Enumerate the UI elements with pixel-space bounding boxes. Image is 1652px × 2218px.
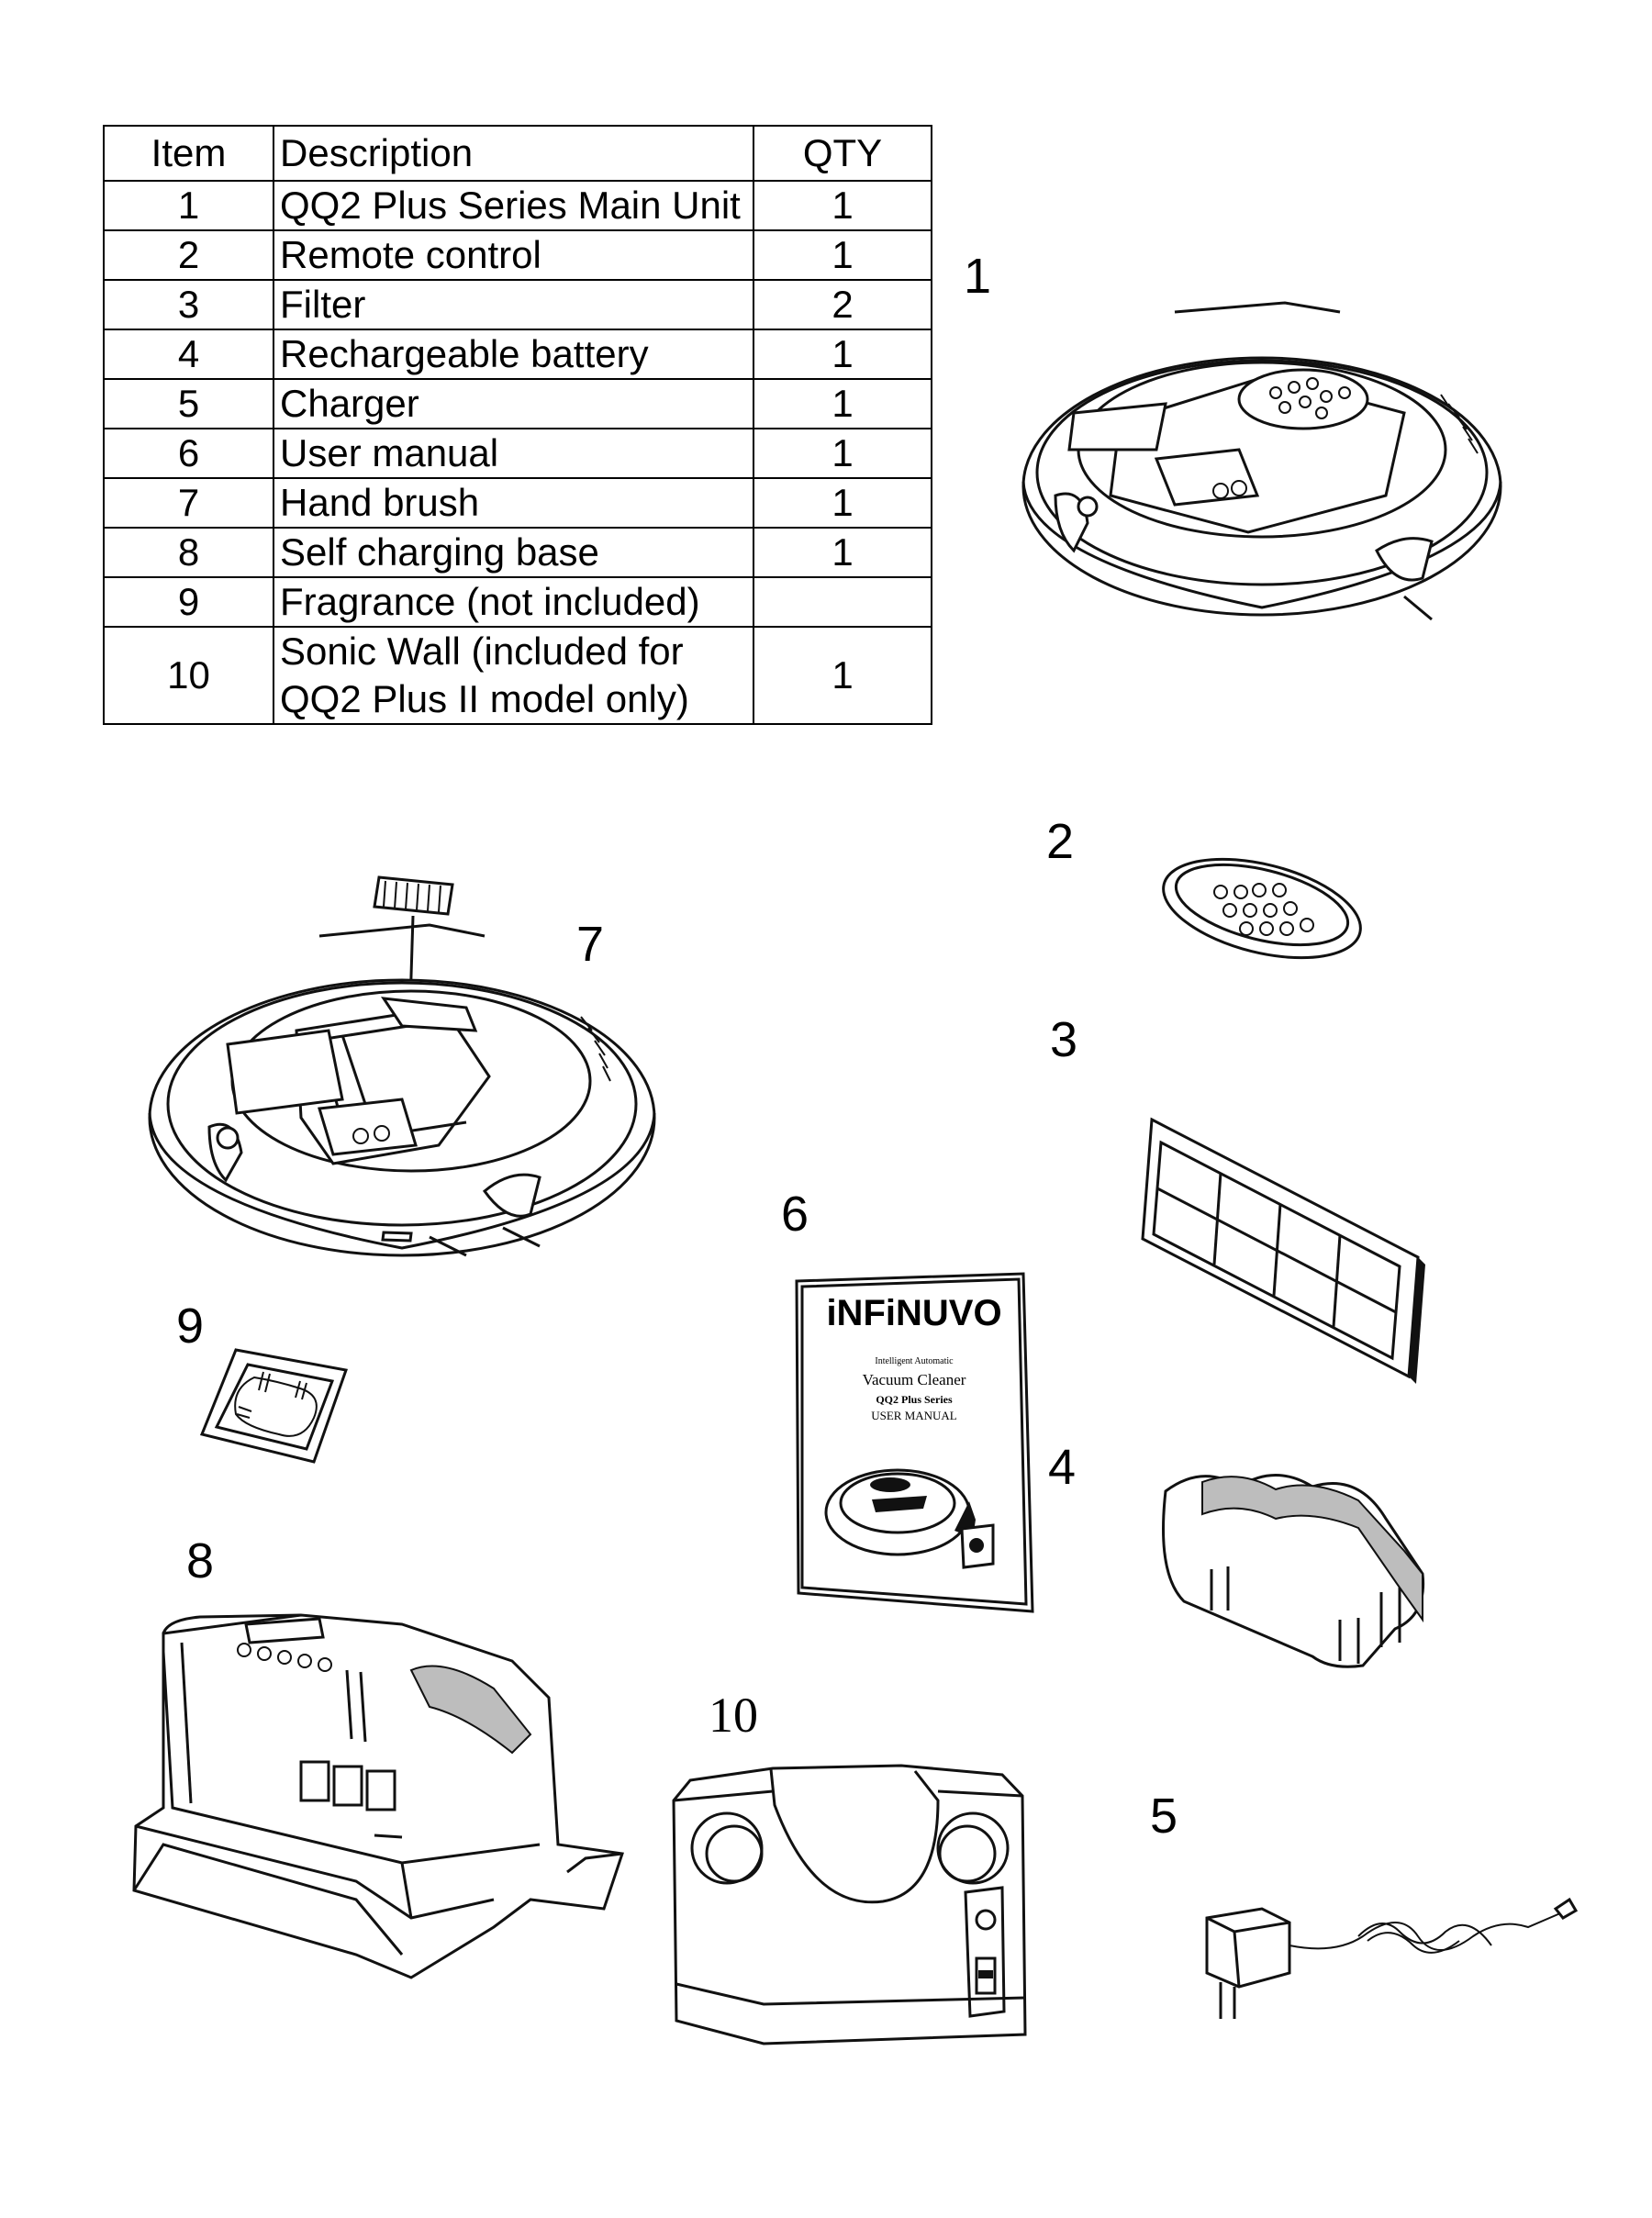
cell-item: 6 bbox=[103, 428, 274, 479]
hand-brush-illustration bbox=[148, 875, 656, 1257]
callout-8: 8 bbox=[186, 1533, 215, 1588]
header-item: Item bbox=[103, 125, 274, 182]
cell-description: Remote control bbox=[273, 229, 754, 281]
user-manual-illustration: iNFiNUVO Intelligent Automatic Vacuum Cl… bbox=[795, 1272, 1034, 1613]
cell-item: 2 bbox=[103, 229, 274, 281]
callout-3: 3 bbox=[1050, 1012, 1078, 1067]
callout-4: 4 bbox=[1048, 1440, 1077, 1495]
cell-qty: 1 bbox=[753, 428, 932, 479]
cell-item: 3 bbox=[103, 279, 274, 330]
header-qty: QTY bbox=[753, 125, 932, 182]
cell-qty: 2 bbox=[753, 279, 932, 330]
manual-line-2: Vacuum Cleaner bbox=[863, 1371, 966, 1388]
cell-item: 10 bbox=[103, 626, 274, 725]
cell-qty: 1 bbox=[753, 180, 932, 231]
callout-6: 6 bbox=[781, 1187, 809, 1242]
manual-line-4: USER MANUAL bbox=[871, 1409, 957, 1422]
cell-item: 8 bbox=[103, 527, 274, 578]
manual-brand-text: iNFiNUVO bbox=[826, 1293, 1001, 1333]
callout-10: 10 bbox=[709, 1688, 758, 1743]
fragrance-illustration bbox=[199, 1348, 348, 1464]
cell-description: Charger bbox=[273, 378, 754, 429]
callout-1: 1 bbox=[964, 249, 992, 304]
charging-base-illustration bbox=[132, 1613, 624, 1979]
cell-description: Filter bbox=[273, 279, 754, 330]
charger-illustration bbox=[1205, 1897, 1579, 2019]
cell-item: 5 bbox=[103, 378, 274, 429]
manual-cover-text: iNFiNUVO Intelligent Automatic Vacuum Cl… bbox=[826, 1293, 1001, 1422]
cell-description: Sonic Wall (included for QQ2 Plus II mod… bbox=[273, 626, 754, 725]
callout-7: 7 bbox=[576, 917, 605, 972]
callout-2: 2 bbox=[1046, 814, 1075, 869]
cell-qty: 1 bbox=[753, 329, 932, 380]
callout-9: 9 bbox=[176, 1298, 205, 1354]
cell-description: Fragrance (not included) bbox=[273, 576, 754, 628]
cell-item: 4 bbox=[103, 329, 274, 380]
sonic-wall-illustration bbox=[672, 1764, 1027, 2045]
cell-description: Rechargeable battery bbox=[273, 329, 754, 380]
cell-description: Self charging base bbox=[273, 527, 754, 578]
cell-qty: 1 bbox=[753, 378, 932, 429]
battery-illustration bbox=[1162, 1474, 1425, 1668]
cell-item: 7 bbox=[103, 477, 274, 529]
cell-qty: 1 bbox=[753, 477, 932, 529]
remote-control-illustration bbox=[1162, 857, 1362, 960]
cell-description: Hand brush bbox=[273, 477, 754, 529]
main-unit-illustration bbox=[1021, 301, 1502, 621]
manual-line-3: QQ2 Plus Series bbox=[876, 1393, 953, 1406]
cell-qty bbox=[753, 576, 932, 628]
cell-description: User manual bbox=[273, 428, 754, 479]
cell-description: QQ2 Plus Series Main Unit bbox=[273, 180, 754, 231]
cell-item: 9 bbox=[103, 576, 274, 628]
cell-qty: 1 bbox=[753, 229, 932, 281]
filter-illustration bbox=[1141, 1117, 1425, 1384]
cell-item: 1 bbox=[103, 180, 274, 231]
cell-qty: 1 bbox=[753, 626, 932, 725]
header-description: Description bbox=[273, 125, 754, 182]
table-header-row: Item Description QTY bbox=[103, 125, 932, 182]
cell-qty: 1 bbox=[753, 527, 932, 578]
callout-5: 5 bbox=[1150, 1789, 1178, 1844]
manual-line-1: Intelligent Automatic bbox=[875, 1356, 954, 1366]
